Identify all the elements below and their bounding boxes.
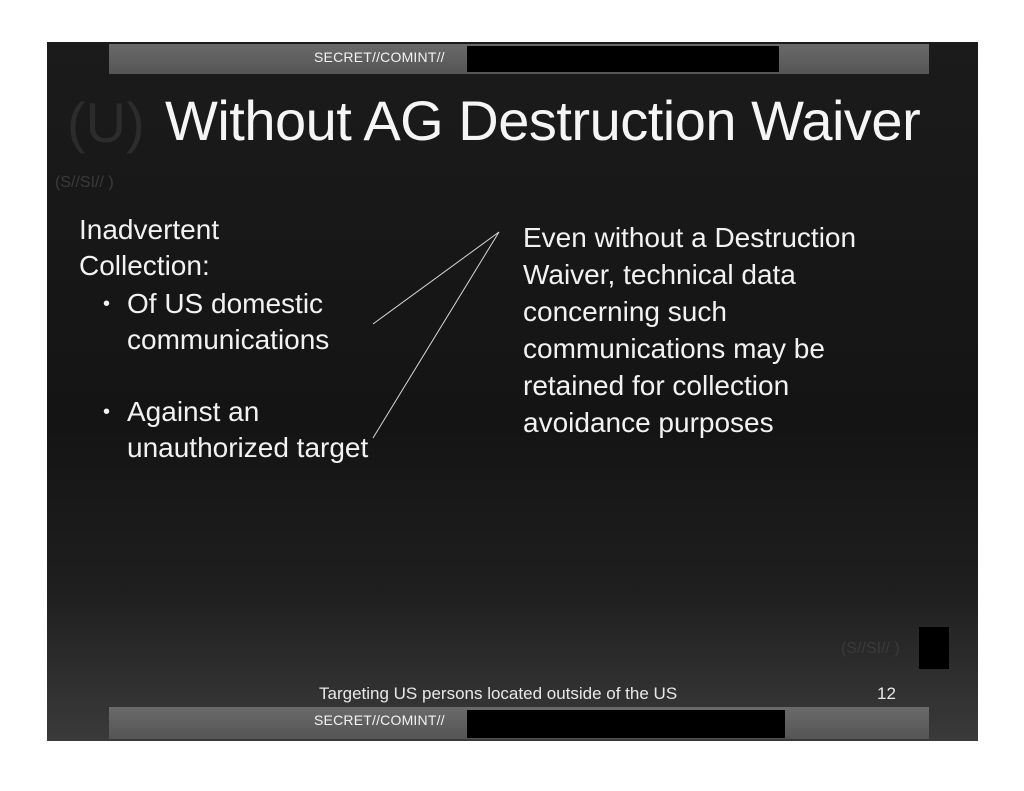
page-number: 12 [877, 684, 896, 703]
classification-label-top: SECRET//COMINT// [314, 49, 445, 65]
slide: SECRET//COMINT// (U) Without AG Destruct… [47, 42, 978, 741]
portion-mark-bottom: (S//SI// ) [841, 640, 900, 657]
redaction-block-top [467, 46, 779, 72]
classification-label-bottom: SECRET//COMINT// [314, 712, 445, 728]
bullet-text: Against an unauthorized target [127, 396, 369, 463]
classification-banner-top: SECRET//COMINT// [109, 44, 929, 74]
redaction-block-portion [919, 627, 949, 669]
bullet-text: Of US domestic communications [127, 288, 330, 355]
lead-text: Inadvertent Collection: [79, 214, 220, 281]
title-portion-mark: (U) [67, 91, 145, 154]
slide-title: Without AG Destruction Waiver [165, 89, 921, 152]
classification-banner-bottom: SECRET//COMINT// [109, 707, 929, 739]
punch-hole-center [506, 28, 528, 44]
portion-mark-top: (S//SI// ) [55, 174, 114, 191]
footer-title: Targeting US persons located outside of … [319, 684, 678, 703]
callout-lines [372, 231, 500, 439]
explanation-text: Even without a Destruction Waiver, techn… [523, 222, 857, 438]
left-column: Inadvertent Collection: • Of US domestic… [79, 212, 377, 466]
bullet-icon: • [103, 293, 111, 315]
callout-line [372, 231, 500, 439]
redaction-block-bottom [467, 710, 785, 738]
bullet-icon: • [103, 401, 111, 423]
bullet-item: • Of US domestic communications [79, 286, 377, 358]
bullet-item: • Against an unauthorized target [79, 394, 377, 466]
